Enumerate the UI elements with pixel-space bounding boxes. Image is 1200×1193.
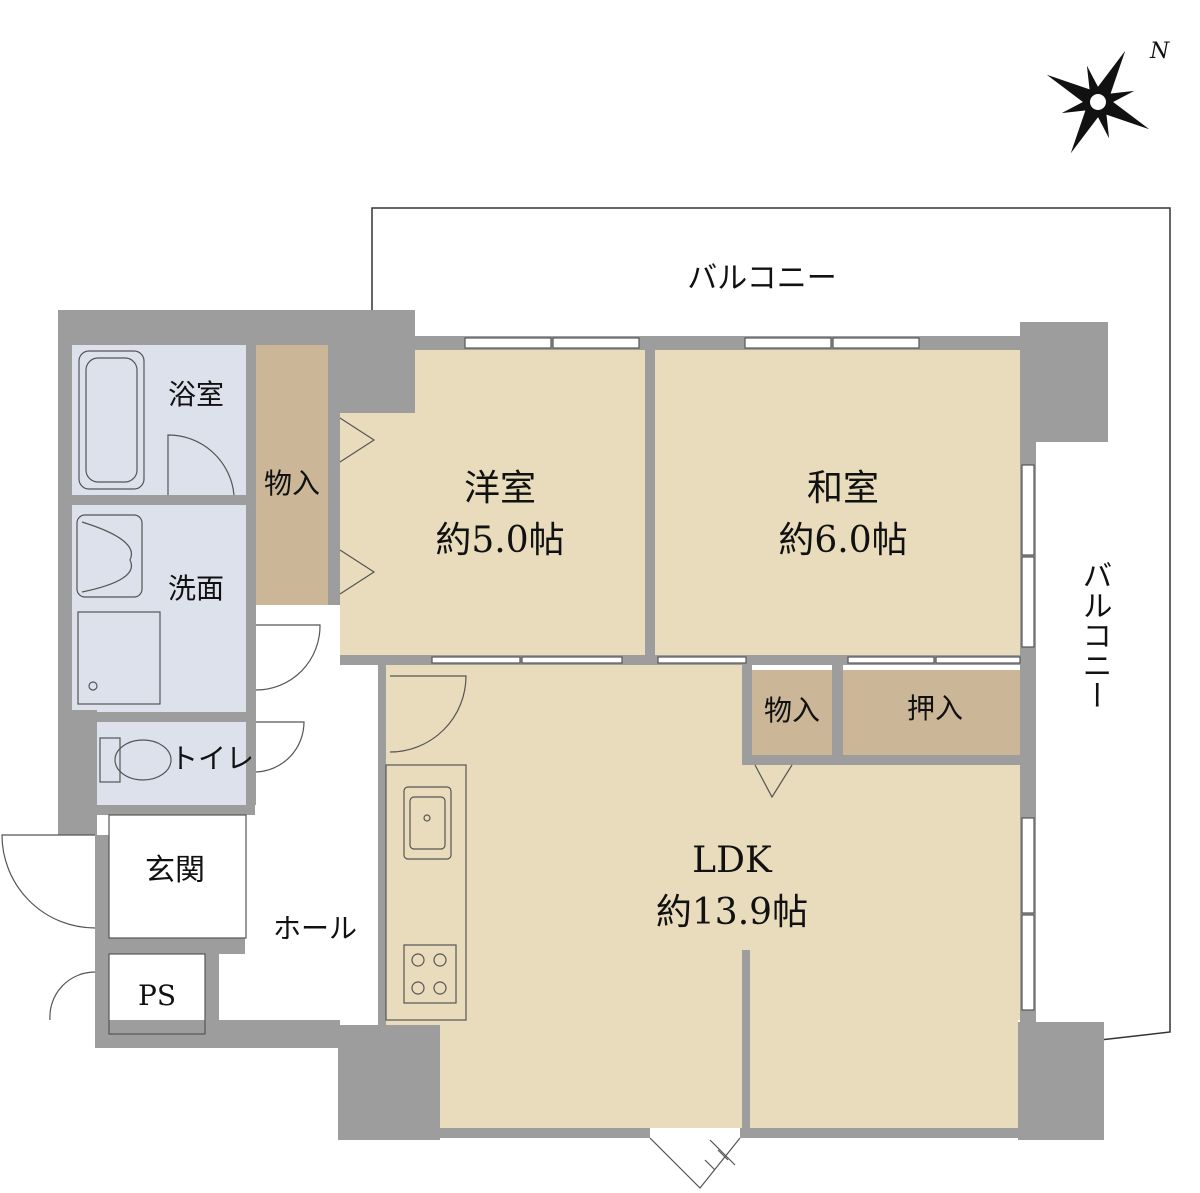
washroom-label: 洗面 <box>168 572 224 605</box>
toilet-label: トイレ <box>170 742 254 775</box>
japanese-room-floor <box>655 350 1022 655</box>
north-compass-icon: N <box>1046 39 1170 154</box>
closet-floor <box>843 670 1020 755</box>
ldk-size: 約13.9帖 <box>656 892 808 933</box>
room-labels: バルコニー バルコニー 浴室 物入 洗面 トイレ 玄関 ホール PS 洋室 約5… <box>138 261 1112 1012</box>
storage-left-floor <box>256 345 328 605</box>
doors <box>1 417 793 1189</box>
balcony-right-label: バルコニー <box>1077 560 1112 710</box>
storage-mid-floor <box>752 670 832 755</box>
floors <box>72 345 1022 1138</box>
bath-floor <box>72 345 246 495</box>
ps-label: PS <box>138 979 176 1012</box>
western-room-size: 約5.0帖 <box>435 520 564 561</box>
storage-left-label: 物入 <box>264 467 320 500</box>
japanese-room-name: 和室 <box>807 468 879 509</box>
ldk-floor <box>386 665 1022 1138</box>
washroom-floor <box>72 505 246 712</box>
ldk-name: LDK <box>692 840 773 881</box>
hall-label: ホール <box>273 912 357 945</box>
closet-label: 押入 <box>907 692 963 725</box>
storage-mid-label: 物入 <box>764 694 820 727</box>
fixtures <box>76 350 467 1035</box>
bath-label: 浴室 <box>168 378 224 411</box>
north-label: N <box>1149 39 1170 64</box>
western-room-name: 洋室 <box>464 468 536 509</box>
entrance-label: 玄関 <box>145 853 205 888</box>
windows <box>431 337 1035 1011</box>
toilet-floor <box>97 722 246 805</box>
balcony-top-label: バルコニー <box>687 261 836 296</box>
japanese-room-size: 約6.0帖 <box>778 520 907 561</box>
balcony <box>371 207 1171 1041</box>
